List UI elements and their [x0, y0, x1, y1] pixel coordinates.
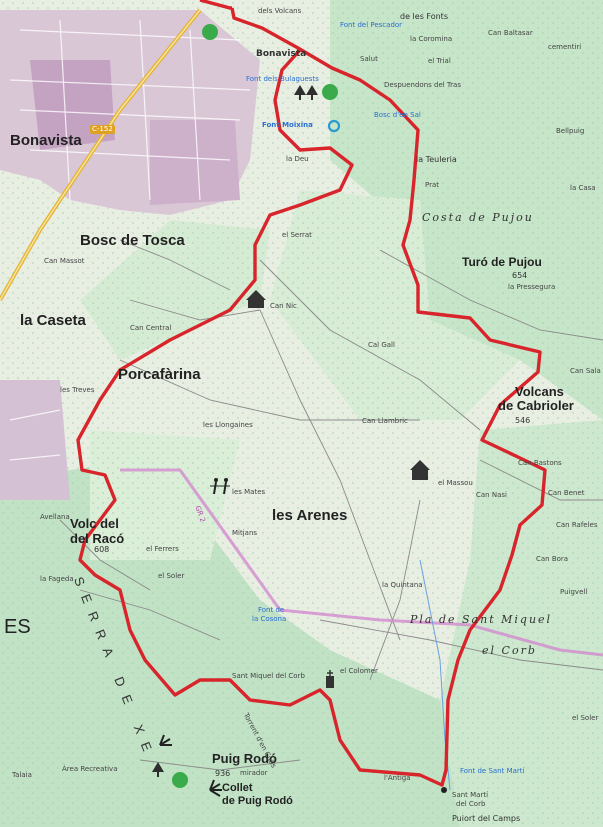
place-label: de Cabrioler — [498, 398, 574, 413]
hikers-icon — [210, 478, 230, 495]
place-label: la Coromina — [410, 35, 453, 43]
place-label: Bonavista — [256, 49, 307, 59]
fountain-label: Font de Sant Martí — [460, 767, 525, 775]
fountain-label: Font dels Bulaguests — [246, 75, 319, 83]
place-label: Prat — [425, 181, 440, 189]
place-label: de Puig Rodó — [222, 795, 293, 807]
tracks — [59, 239, 603, 771]
place-label: dels Volcans — [258, 7, 302, 15]
place-label: Can Baltasar — [488, 29, 533, 37]
picnic-icon — [172, 772, 188, 788]
place-label: Bonavista — [10, 132, 82, 149]
place-label: el Colomer — [340, 667, 378, 675]
place-label: de les Fonts — [400, 12, 448, 21]
place-label: la Teuleria — [416, 155, 457, 164]
place-label: el Ferrers — [146, 545, 179, 553]
place-label: Collet — [222, 782, 253, 794]
place-label: les Mates — [232, 488, 266, 496]
tree-icon — [294, 85, 318, 100]
place-label: mirador — [240, 769, 268, 777]
road-badge: C-152 — [90, 125, 115, 134]
place-label: les Arenes — [272, 507, 348, 524]
region-label: Pla de Sant Miquel — [410, 613, 553, 626]
place-label: el Serrat — [282, 231, 312, 239]
fountain-icon — [327, 119, 341, 133]
place-label: Can Benet — [548, 489, 585, 497]
fountain-label: Font de — [258, 606, 285, 614]
tree-icon — [152, 762, 164, 777]
place-label: el Soler — [158, 572, 185, 580]
place-label: l'Antiga — [384, 774, 411, 782]
place-label: Bosc de Tosca — [80, 232, 185, 249]
place-label: la Fageda — [40, 575, 74, 583]
place-label: Can Bora — [536, 555, 569, 563]
place-label: Salut — [360, 55, 378, 63]
gr-path — [120, 468, 603, 657]
place-label: Can Nasi — [476, 491, 507, 499]
peak-icon — [159, 734, 172, 746]
place-label: Volcans — [515, 384, 564, 399]
altitude-label: 608 — [94, 545, 110, 554]
place-label: Avellana — [40, 513, 70, 521]
place-label: la Casa — [570, 184, 596, 192]
fountain-label: la Cosona — [252, 615, 287, 623]
place-label: el Massou — [438, 479, 473, 487]
place-label: Puiort del Camps — [452, 814, 521, 823]
place-label: Sant Miquel del Corb — [232, 672, 305, 680]
place-label: Bellpuig — [556, 127, 585, 135]
picnic-icon — [322, 84, 338, 100]
place-label: el Soler — [572, 714, 599, 722]
place-label: Sant Martí — [452, 791, 489, 799]
place-label: Porcafàrina — [118, 366, 201, 383]
waypoint-marker — [441, 787, 447, 793]
altitude-label: 546 — [515, 416, 531, 425]
fountain-label: Font Moixina — [262, 121, 313, 129]
altitude-label: 654 — [512, 271, 528, 280]
place-label: Bosc d'en Sal — [374, 111, 421, 119]
place-label: Despuendons del Tras — [384, 81, 461, 89]
altitude-label: 936 — [215, 769, 231, 778]
place-label: Can Rafeles — [556, 521, 598, 529]
hut-icon — [246, 290, 266, 308]
place-label: la Pressegura — [508, 283, 556, 291]
region-label: Costa de Pujou — [422, 211, 534, 224]
place-label: la Caseta — [20, 312, 86, 329]
place-label: Can Massot — [44, 257, 85, 265]
picnic-icon — [202, 24, 218, 40]
place-label: Can Llambric — [362, 417, 408, 425]
place-label: les Treves — [60, 386, 95, 394]
place-label: del Corb — [456, 800, 486, 808]
place-label: les Llongaines — [203, 421, 253, 429]
place-label: Volc del — [70, 516, 119, 531]
place-label: Àrea Recreativa — [62, 765, 118, 773]
place-label: Puig Rodó — [212, 751, 277, 766]
place-label: Can Sala — [570, 367, 601, 375]
place-label: Turó de Pujou — [462, 255, 542, 269]
place-label: Can Central — [130, 324, 172, 332]
place-label: Mitjans — [232, 529, 258, 537]
region-label: el Corb — [482, 644, 537, 657]
place-label: del Racó — [70, 531, 125, 546]
fountain-label: Font del Pescador — [340, 21, 403, 29]
church-icon — [410, 460, 430, 480]
place-label: Can Nic — [270, 302, 297, 310]
place-label: Puigvell — [560, 588, 588, 596]
hiking-route[interactable] — [76, 7, 547, 787]
place-label: la Deu — [286, 155, 309, 163]
place-label: el Trial — [428, 57, 451, 65]
chapel-icon — [326, 670, 334, 688]
place-label: Talaia — [12, 771, 32, 779]
place-label: Can Bastons — [518, 459, 562, 467]
peak-icon — [209, 779, 222, 797]
place-label: cementiri — [548, 43, 582, 51]
region-label: ES — [4, 616, 31, 638]
place-label: la Quintana — [382, 581, 423, 589]
place-label: Cal Gall — [368, 341, 395, 349]
